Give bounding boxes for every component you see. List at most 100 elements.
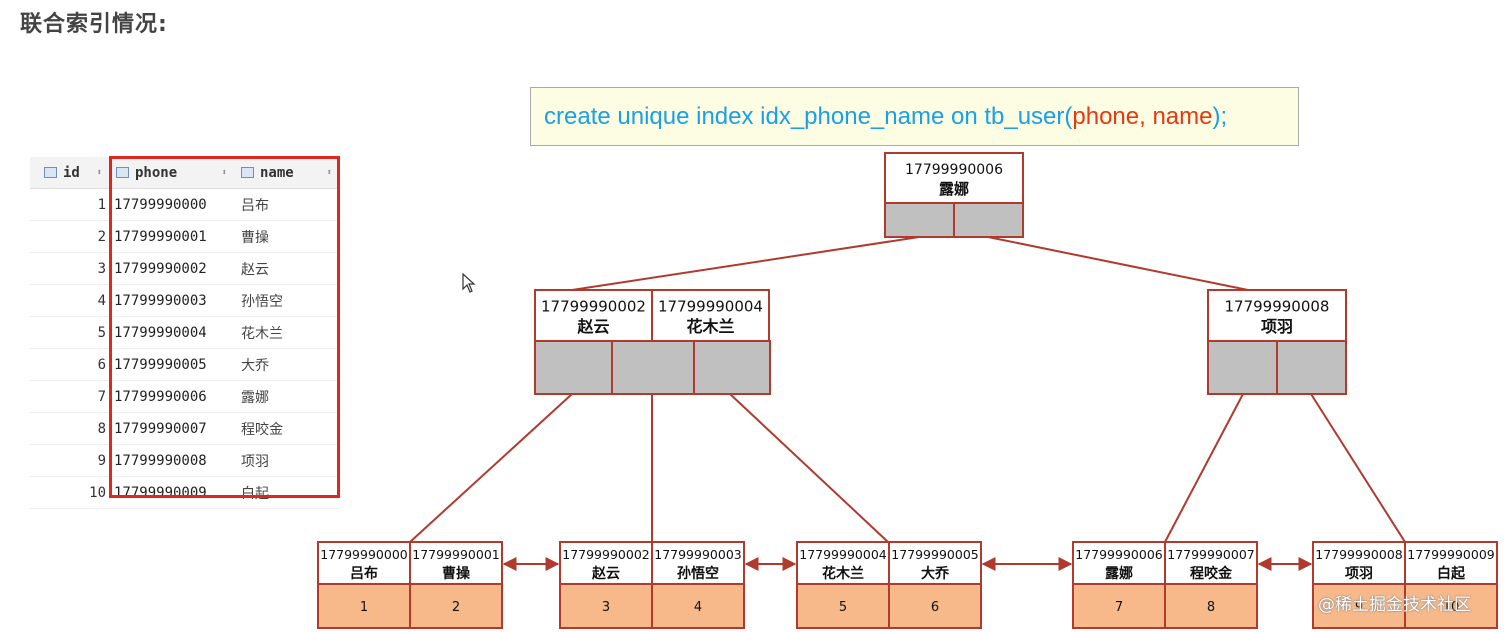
row-id: 7 xyxy=(97,388,106,405)
leaf-key-phone: 17799990001 xyxy=(412,547,499,562)
leaf-row-id: 1 xyxy=(360,600,368,615)
row-id: 3 xyxy=(97,260,106,277)
column-icon xyxy=(241,167,254,178)
sql-statement: create unique index idx_phone_name on tb… xyxy=(530,87,1299,146)
leaf-key-cell xyxy=(317,541,411,585)
leaf-row-id: 4 xyxy=(694,600,702,615)
table-row[interactable]: 2 17799990001 曹操 xyxy=(30,221,340,253)
row-name: 露娜 xyxy=(241,389,269,406)
leaf-row-id: 8 xyxy=(1207,600,1215,615)
node-key-name: 赵云 xyxy=(576,317,609,336)
node-pointer-cell xyxy=(611,340,695,395)
sql-prefix: create unique index idx_phone_name on tb… xyxy=(544,102,1073,130)
leaf-key-cell xyxy=(1312,541,1406,585)
node-key-name: 露娜 xyxy=(939,180,969,198)
node-key-phone: 17799990002 xyxy=(541,297,646,315)
leaf-key-name: 大乔 xyxy=(921,565,950,582)
leaf-row-id: 6 xyxy=(931,600,939,615)
leaf-key-phone: 17799990000 xyxy=(320,547,408,562)
sort-icon[interactable]: ⬍ xyxy=(326,167,332,178)
row-id: 8 xyxy=(97,420,106,437)
leaf-key-name: 程咬金 xyxy=(1190,565,1233,582)
sort-icon[interactable]: ⬍ xyxy=(221,167,227,178)
row-phone: 17799990002 xyxy=(114,260,207,277)
node-key-cell xyxy=(884,152,1024,204)
leaf-key-name: 吕布 xyxy=(350,565,378,582)
sql-columns: phone, name xyxy=(1072,102,1213,130)
leaf-key-cell xyxy=(1072,541,1166,585)
node-key-phone: 17799990008 xyxy=(1225,297,1330,315)
table-row[interactable]: 7 17799990006 露娜 xyxy=(30,381,340,413)
table-row[interactable]: 3 17799990002 赵云 xyxy=(30,253,340,285)
tree-edges xyxy=(409,236,1406,571)
leaf-data-cell xyxy=(317,583,411,629)
row-phone: 17799990007 xyxy=(114,420,207,437)
row-phone: 17799990001 xyxy=(114,228,207,245)
node-pointer-cell xyxy=(534,340,613,395)
leaf-key-name: 项羽 xyxy=(1345,566,1373,582)
node-pointer-cell xyxy=(884,202,955,238)
tree-edge xyxy=(729,393,889,543)
tree-nodes: 17799990006露娜17799990002赵云17799990004花木兰… xyxy=(317,152,1498,629)
leaf-row-id: 10 xyxy=(1443,600,1460,615)
leaf-key-cell xyxy=(796,541,890,585)
leaf-data-cell xyxy=(1072,583,1166,629)
column-header-id[interactable]: id ⬍ xyxy=(30,157,110,188)
node-key-cell xyxy=(534,289,653,342)
node-key-name: 项羽 xyxy=(1261,317,1293,336)
node-key-phone: 17799990004 xyxy=(658,297,763,315)
tree-edge xyxy=(571,236,920,291)
leaf-node: 17799990000 吕布 1 17799990001 曹操 2 xyxy=(317,541,503,629)
row-phone: 17799990005 xyxy=(114,356,207,373)
tree-edge xyxy=(1310,393,1406,543)
leaf-key-name: 曹操 xyxy=(442,565,471,582)
column-header-name[interactable]: name ⬍ xyxy=(235,157,340,188)
leaf-key-cell xyxy=(1404,541,1498,585)
column-header-id-label: id xyxy=(63,164,80,181)
table-row[interactable]: 6 17799990005 大乔 xyxy=(30,349,340,381)
leaf-key-phone: 17799990006 xyxy=(1075,547,1163,562)
tree-edge xyxy=(987,236,1249,291)
node-pointer-cell xyxy=(1276,340,1347,395)
leaf-key-phone: 17799990002 xyxy=(562,547,649,562)
tree-edge xyxy=(409,393,573,543)
leaf-row-id: 2 xyxy=(452,600,460,615)
sort-icon[interactable]: ⬍ xyxy=(96,167,102,178)
leaf-row-id: 9 xyxy=(1355,600,1363,615)
node-pointer-cell xyxy=(693,340,771,395)
row-id: 2 xyxy=(97,228,106,245)
mouse-cursor-icon xyxy=(462,273,476,293)
row-id: 5 xyxy=(97,324,106,341)
table-row[interactable]: 8 17799990007 程咬金 xyxy=(30,413,340,445)
leaf-key-name: 赵云 xyxy=(591,565,620,582)
row-name: 赵云 xyxy=(241,261,269,278)
column-header-phone-label: phone xyxy=(135,164,178,181)
leaf-data-cell xyxy=(1404,583,1498,629)
column-header-phone[interactable]: phone ⬍ xyxy=(110,157,235,188)
row-name: 曹操 xyxy=(241,229,269,246)
column-header-name-label: name xyxy=(260,164,294,181)
row-id: 6 xyxy=(97,356,106,373)
leaf-key-phone: 17799990009 xyxy=(1407,547,1495,562)
leaf-key-name: 白起 xyxy=(1437,565,1466,582)
row-name: 程咬金 xyxy=(241,421,283,438)
row-name: 大乔 xyxy=(241,357,269,374)
row-phone: 17799990000 xyxy=(114,196,207,213)
leaf-key-phone: 17799990003 xyxy=(654,547,741,562)
row-id: 9 xyxy=(97,452,106,469)
sql-suffix: ); xyxy=(1212,102,1228,130)
node-key-cell xyxy=(651,289,770,342)
leaf-data-cell xyxy=(1164,583,1258,629)
row-phone: 17799990006 xyxy=(114,388,207,405)
